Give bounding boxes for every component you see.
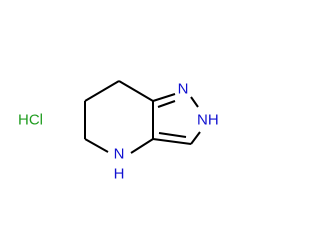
bond-c7a-c7 xyxy=(118,80,154,102)
bond-c7a-n1-inner xyxy=(157,100,176,108)
bond-c7a-n1 xyxy=(152,93,176,102)
structure-canvas: N NH N H HCl xyxy=(18,80,219,183)
bond-c3-c3a xyxy=(152,138,192,145)
bond-c7-c6 xyxy=(84,80,120,102)
salt-label-hcl: HCl xyxy=(18,112,43,129)
bond-n2-c3 xyxy=(190,131,201,145)
bond-n1-n2 xyxy=(190,96,199,108)
bond-c3-c3a-inner xyxy=(158,132,187,138)
atom-label-n1: N xyxy=(178,81,189,98)
bond-c5-n4 xyxy=(84,138,109,153)
molecule-drawing: N NH N H HCl xyxy=(18,80,219,183)
atom-label-n4-hydrogen: H xyxy=(114,166,125,183)
bond-n4-c3a xyxy=(130,138,154,154)
atom-label-n2h: NH xyxy=(197,112,219,129)
atom-label-n4: N xyxy=(114,146,125,163)
